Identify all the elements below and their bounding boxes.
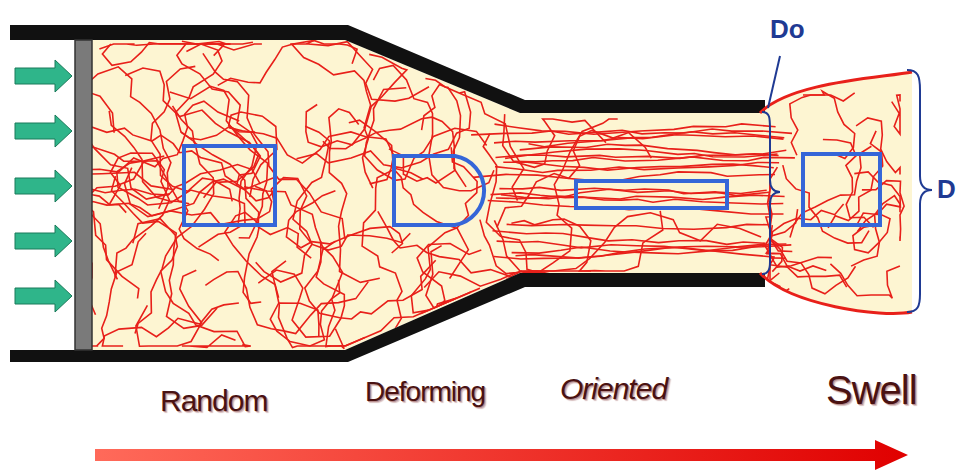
polymer-chain xyxy=(110,153,170,277)
process-direction-arrow xyxy=(95,440,908,470)
polymer-chain xyxy=(803,91,855,158)
polymer-chain xyxy=(218,40,357,85)
polymer-chain xyxy=(532,213,761,273)
polymer-chain xyxy=(514,157,795,162)
stage-label: Random xyxy=(160,386,267,416)
polymer-chain xyxy=(292,44,373,188)
polymer-chain xyxy=(286,191,402,253)
polymer-chain xyxy=(494,135,784,143)
polymer-chain xyxy=(102,43,230,66)
flow-arrows xyxy=(15,60,72,312)
dimension-brace xyxy=(762,56,932,312)
polymer-chain xyxy=(892,95,900,134)
polymer-chain xyxy=(505,149,777,159)
polymer-chain xyxy=(135,132,214,333)
polymer-chain xyxy=(766,243,826,271)
polymer-chain xyxy=(770,204,844,265)
polymer-chain xyxy=(497,241,792,251)
polymer-chain xyxy=(329,109,380,283)
polymer-chain xyxy=(495,163,779,173)
polymer-chain xyxy=(74,156,261,195)
polymer-chain xyxy=(294,40,429,101)
melt-fill xyxy=(92,40,912,350)
swell-edge xyxy=(760,273,912,313)
polymer-chain xyxy=(511,219,591,271)
die-wall xyxy=(10,273,765,362)
swell-edge xyxy=(760,72,912,113)
polymer-chain xyxy=(256,126,330,282)
piston-plate xyxy=(75,40,92,350)
polymer-chain xyxy=(177,44,257,227)
polymer-chain xyxy=(851,196,900,266)
stage-label: Oriented xyxy=(560,374,667,404)
stage-label: Deforming xyxy=(365,378,485,406)
polymer-chain xyxy=(507,224,770,229)
polymer-chain xyxy=(843,172,901,225)
polymer-chain xyxy=(173,106,312,258)
polymer-chain xyxy=(783,165,869,243)
polymer-chain xyxy=(389,79,461,184)
polymer-chain xyxy=(305,241,436,319)
polymer-chain xyxy=(378,211,566,277)
material-element xyxy=(184,146,880,225)
polymer-chain xyxy=(272,261,365,348)
polymer-chain xyxy=(151,66,232,201)
polymer-chain xyxy=(853,213,890,253)
polymer-chain xyxy=(830,264,900,299)
dimension-label: Do xyxy=(770,16,805,42)
polymer-chain xyxy=(0,92,114,201)
stage-label: Swell xyxy=(826,370,917,410)
dimension-label: D xyxy=(937,176,956,202)
polymer-chain xyxy=(229,112,277,197)
polymer-chain xyxy=(205,272,368,334)
die-wall xyxy=(10,25,765,113)
polymer-chain xyxy=(790,93,855,156)
polymer-chain xyxy=(102,303,239,346)
polymer-chain xyxy=(520,144,787,155)
polymer-chain xyxy=(770,225,855,294)
polymer-chain xyxy=(529,132,785,147)
